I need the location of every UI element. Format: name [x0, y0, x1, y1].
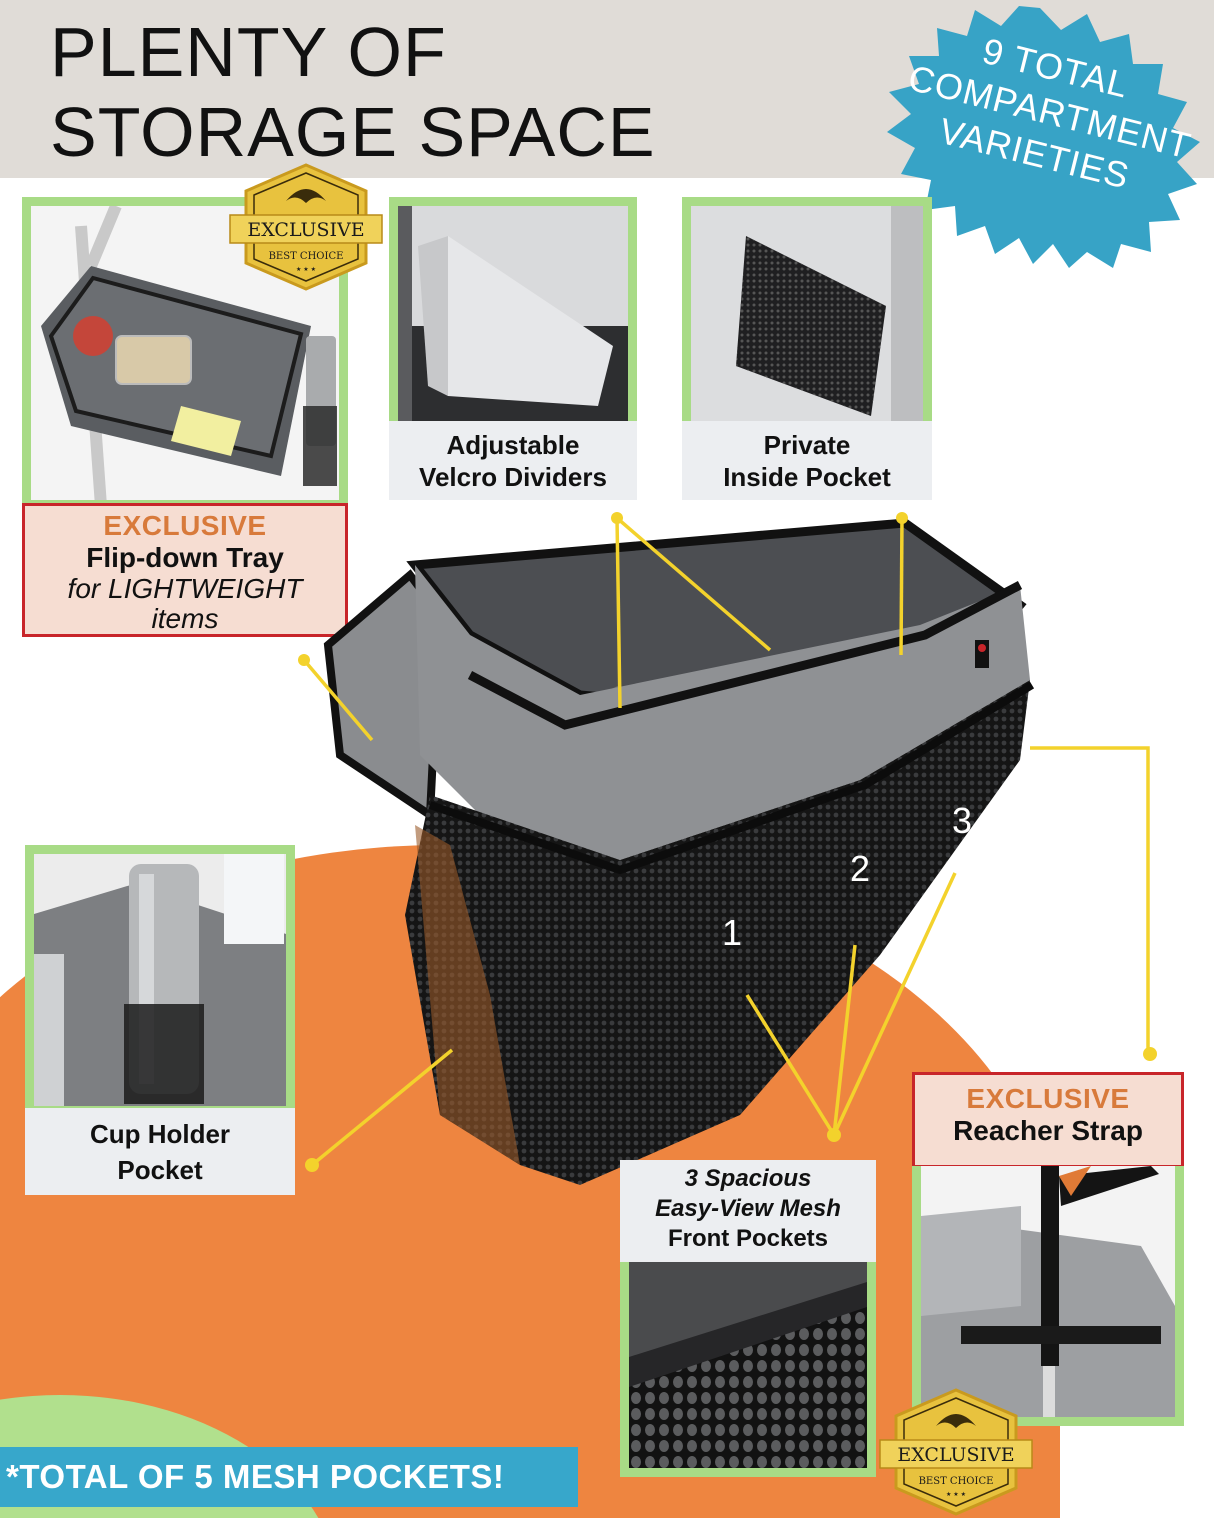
- tray-photo: [31, 206, 339, 500]
- mesh-pockets-photo: [629, 1262, 867, 1468]
- badge-bottom-text: BEST CHOICE: [919, 1476, 994, 1487]
- title-line-2: STORAGE SPACE: [50, 93, 656, 171]
- reacher-feature-label: EXCLUSIVE Reacher Strap: [912, 1072, 1184, 1168]
- cup-holder-photo: [34, 854, 286, 1106]
- dividers-caption: Adjustable Velcro Dividers: [389, 421, 637, 500]
- mesh-caption-line-2: Easy-View Mesh: [655, 1195, 841, 1222]
- reacher-title: Reacher Strap: [953, 1115, 1143, 1146]
- inside-pocket-caption: Private Inside Pocket: [682, 421, 932, 500]
- dividers-photo: [398, 206, 628, 421]
- cup-holder-photo-panel: [25, 845, 295, 1115]
- tray-subtitle-1: for LIGHTWEIGHT: [67, 573, 303, 604]
- inside-pocket-photo-panel: [682, 197, 932, 430]
- tray-feature-label: EXCLUSIVE Flip-down Tray for LIGHTWEIGHT…: [22, 503, 348, 637]
- exclusive-best-choice-badge: EXCLUSIVE BEST CHOICE ★ ★ ★: [229, 163, 383, 291]
- reacher-photo-panel: [912, 1166, 1184, 1426]
- page-title: PLENTY OF STORAGE SPACE: [50, 12, 656, 172]
- badge-bottom-text: BEST CHOICE: [269, 251, 344, 262]
- tray-exclusive-text: EXCLUSIVE: [103, 510, 267, 541]
- badge-top-text: EXCLUSIVE: [247, 219, 364, 241]
- exclusive-best-choice-badge-bottom: EXCLUSIVE BEST CHOICE ★ ★ ★: [879, 1388, 1033, 1516]
- pocket-number-1: 1: [722, 912, 743, 953]
- cup-holder-caption-line-2: Pocket: [117, 1155, 203, 1185]
- mesh-pockets-caption: 3 Spacious Easy-View Mesh Front Pockets: [620, 1160, 876, 1262]
- pocket-number-3: 3: [952, 800, 973, 841]
- tray-title: Flip-down Tray: [86, 542, 284, 573]
- badge-stars: ★ ★ ★: [296, 266, 316, 273]
- badge-stars: ★ ★ ★: [946, 1491, 966, 1498]
- mesh-pockets-total-banner: *TOTAL OF 5 MESH POCKETS!: [0, 1447, 578, 1507]
- starburst-badge: [887, 6, 1200, 268]
- cup-holder-caption: Cup Holder Pocket: [25, 1108, 295, 1195]
- mesh-caption-line-3: Front Pockets: [667, 1225, 829, 1252]
- title-line-1: PLENTY OF: [50, 13, 447, 91]
- mesh-pockets-photo-panel: [620, 1262, 876, 1477]
- mesh-caption-line-1: 3 Spacious: [684, 1165, 812, 1192]
- inside-pocket-photo: [691, 206, 923, 421]
- cup-holder-caption-line-1: Cup Holder: [89, 1119, 231, 1149]
- dividers-photo-panel: [389, 197, 637, 430]
- inside-pocket-caption-line-2: Inside Pocket: [723, 462, 891, 492]
- tray-subtitle-2: items: [151, 603, 219, 634]
- dividers-caption-line-1: Adjustable: [446, 430, 580, 460]
- dividers-caption-line-2: Velcro Dividers: [419, 462, 607, 492]
- reacher-exclusive-text: EXCLUSIVE: [966, 1083, 1130, 1114]
- inside-pocket-caption-line-1: Private: [763, 430, 851, 460]
- reacher-photo: [921, 1166, 1175, 1417]
- badge-top-text: EXCLUSIVE: [897, 1444, 1014, 1466]
- pocket-number-2: 2: [850, 848, 871, 889]
